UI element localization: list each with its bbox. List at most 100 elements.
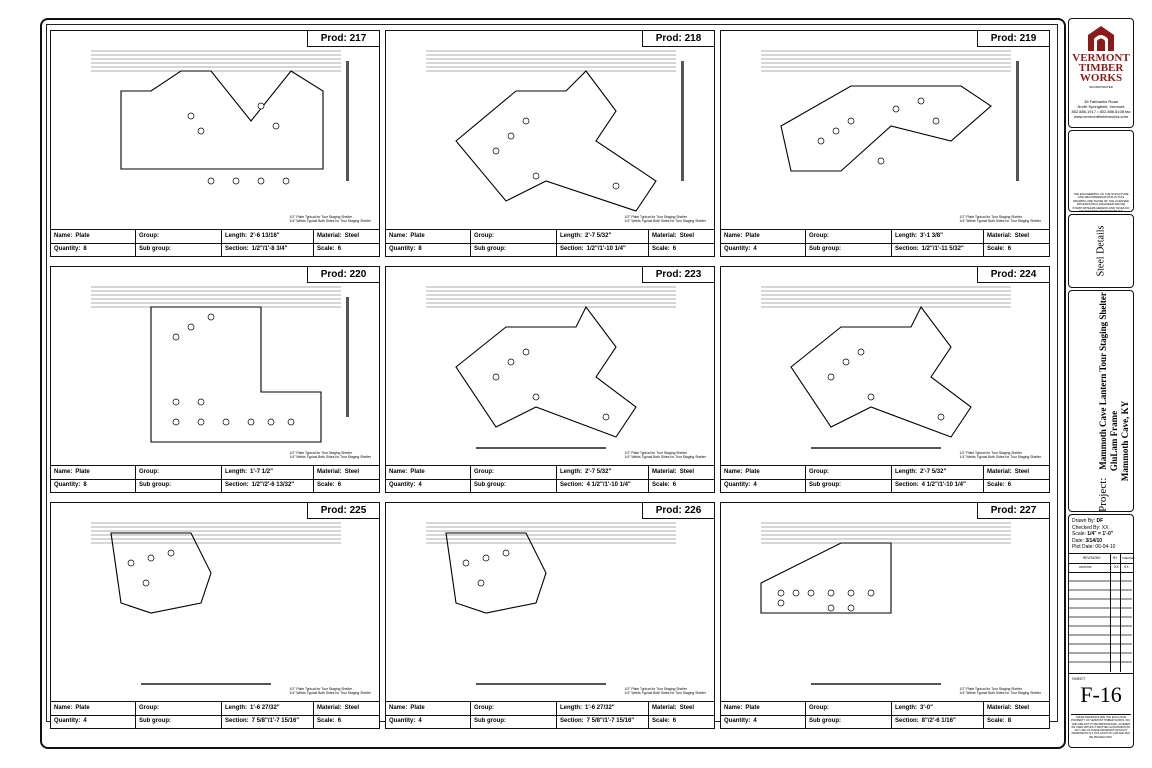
company-logo-icon	[1086, 25, 1116, 51]
plate-drawing	[51, 267, 381, 463]
prod-number: Prod: 220	[307, 267, 379, 283]
plate-outline-drawing	[426, 286, 676, 449]
section: 1/2"/1'-8 3/4"	[251, 246, 288, 252]
subgroup-cell: Sub group:	[470, 715, 556, 728]
subgroup-cell: Sub group:	[805, 243, 891, 256]
bolt-hole	[247, 418, 255, 426]
plate-notes: 1/2" Plate Typical for Tour Staging Shel…	[290, 215, 372, 223]
bolt-hole	[507, 358, 515, 366]
bolt-hole	[917, 97, 925, 105]
length: 2'-6 13/16"	[250, 233, 280, 239]
subgroup-cell: Sub group:	[470, 479, 556, 492]
quantity-cell: Quantity:4	[386, 479, 470, 492]
name: Plate	[75, 469, 90, 475]
revision-grid	[1069, 580, 1132, 663]
note-plate: 1/2" Plate Typical for Tour Staging Shel…	[289, 451, 353, 455]
name-cell: Name:Plate	[386, 702, 470, 715]
prod-number: Prod: 224	[977, 267, 1049, 283]
section-label: Section:	[895, 246, 919, 252]
length-cell: Length:3'-0"	[891, 702, 983, 715]
section-label: Section:	[895, 718, 919, 724]
project-location: Mammoth Cave, KY	[1120, 400, 1130, 482]
bolt-hole	[267, 418, 275, 426]
plate-info-table: Name:Plate Group: Length:3'-0" Material:…	[721, 701, 1049, 728]
plate-info-table: Name:Plate Group: Length:2'-7 5/32" Mate…	[386, 465, 714, 492]
name-label: Name:	[54, 705, 73, 711]
scale-label: Scale:	[987, 718, 1005, 724]
quantity: 4	[418, 482, 422, 488]
scale-cell: Scale:6	[648, 715, 716, 728]
section-cell: Section:1/2"/2'-6 13/32"	[221, 479, 313, 492]
length-cell: Length:1'-6 27/32"	[221, 702, 313, 715]
subgroup-cell: Sub group:	[805, 479, 891, 492]
prod-label: Prod:	[320, 269, 347, 280]
plate-outline	[455, 305, 637, 438]
plate-info-table: Name:Plate Group: Length:3'-1 3/8" Mater…	[721, 229, 1049, 256]
quantity-label: Quantity:	[724, 246, 751, 252]
material-label: Material:	[652, 705, 677, 711]
bolt-hole	[827, 604, 835, 612]
bolt-hole	[532, 172, 540, 180]
section-label: Section:	[895, 482, 919, 488]
scale: 6	[337, 246, 342, 252]
name-cell: Name:Plate	[51, 702, 135, 715]
plate-outline-drawing	[760, 522, 1011, 685]
date-value: 3/14/10	[1085, 537, 1103, 544]
bolt-hole	[842, 358, 850, 366]
length: 3'-0"	[920, 705, 933, 711]
sheet-box: SHEET F-16	[1069, 673, 1133, 712]
length-label: Length:	[225, 469, 247, 475]
note-plate: 1/2" Plate Typical for Tour Staging Shel…	[624, 687, 688, 691]
bolt-hole	[142, 579, 150, 587]
plate-outline	[780, 85, 992, 172]
section: 1/2"/2'-6 13/32"	[251, 482, 295, 488]
section-label: Section:	[225, 718, 249, 724]
bolt-hole	[892, 105, 900, 113]
plate-drawing	[721, 267, 1051, 463]
company-name-line1: VERMONT	[1072, 52, 1130, 64]
material: Steel	[1014, 469, 1030, 475]
bolt-hole	[847, 604, 855, 612]
name: Plate	[75, 705, 90, 711]
plate-notes: 1/2" Plate Typical for Tour Staging Shel…	[290, 687, 372, 695]
subgroup-label: Sub group:	[809, 246, 841, 252]
bolt-hole	[147, 554, 155, 562]
group-label: Group:	[474, 705, 494, 711]
bolt-hole	[492, 147, 500, 155]
plate-notes: 1/2" Plate Typical for Tour Staging Shel…	[625, 451, 707, 459]
material-label: Material:	[987, 233, 1012, 239]
titleblock-project: Project: Mammoth Cave Lantern Tour Stagi…	[1068, 290, 1134, 512]
section-cell: Section:7 5/8"/1'-7 15/16"	[556, 715, 648, 728]
bolt-hole	[847, 117, 855, 125]
plate-outline-drawing	[426, 50, 684, 212]
bolt-hole	[232, 177, 240, 185]
group-cell: Group:	[470, 466, 556, 479]
length: 2'-7 5/32"	[920, 469, 947, 475]
subgroup-label: Sub group:	[809, 718, 841, 724]
scale: 8	[1007, 718, 1012, 724]
plate-notes: 1/2" Plate Typical for Tour Staging Shel…	[290, 451, 372, 459]
scale-value: 1/4" = 1'-0"	[1087, 531, 1114, 537]
plate-section-view	[811, 683, 941, 685]
length-cell: Length:1'-6 27/32"	[556, 702, 648, 715]
titleblock-drawing-title: Steel Details	[1068, 214, 1134, 288]
bolt-hole	[792, 589, 800, 597]
bolt-hole	[522, 117, 530, 125]
bolt-hole	[522, 348, 530, 356]
group-cell: Group:	[135, 702, 221, 715]
plot-date-value: 06-04-10	[1095, 544, 1116, 550]
note-plate: 1/2" Plate Typical for Tour Staging Shel…	[624, 215, 688, 219]
material: Steel	[1014, 705, 1030, 711]
plate-outline	[455, 70, 657, 212]
bolt-hole	[257, 102, 265, 110]
section: 1/2"/1'-11 5/32"	[921, 246, 964, 252]
group-cell: Group:	[470, 230, 556, 243]
note-welds: 1/4" Welds Typical Both Sides for Tour S…	[624, 455, 707, 460]
checked-by-label: Checked By:	[1072, 524, 1101, 531]
length-label: Length:	[895, 233, 917, 239]
plate-outline-drawing	[91, 522, 341, 685]
subgroup-cell: Sub group:	[805, 715, 891, 728]
company-name-line2: TIMBER	[1078, 62, 1124, 74]
sheet-label: SHEET	[1072, 676, 1086, 681]
subgroup-label: Sub group:	[474, 718, 506, 724]
